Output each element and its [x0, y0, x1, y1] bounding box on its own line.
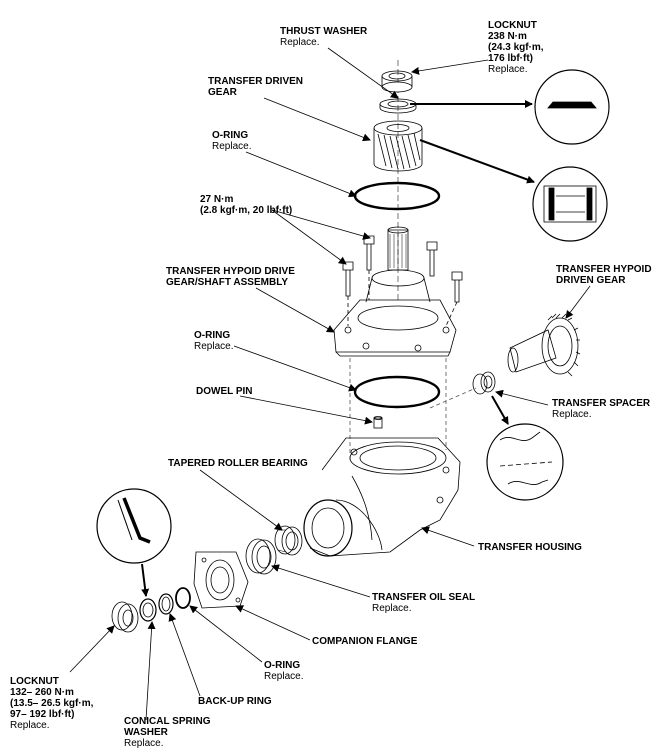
label-torque-bolts: 27 N·m (2.8 kgf·m, 20 lbf·ft)	[200, 194, 292, 216]
label-conical-spring-washer-note: Replace.	[124, 738, 164, 749]
label-transfer-housing: TRANSFER HOUSING	[478, 542, 582, 553]
label-oring-mid-title: O-RING	[194, 330, 231, 341]
transfer-housing-part	[303, 437, 461, 557]
label-oring-mid: O-RING Replace.	[194, 330, 233, 352]
companion-flange-part	[193, 551, 249, 609]
label-hypoid-driven-gear-line1: TRANSFER HYPOID	[556, 264, 652, 275]
label-locknut-top-note: Replace.	[488, 64, 528, 75]
label-locknut-bottom-line2: (13.5– 26.5 kgf·m,	[10, 698, 94, 709]
backup-ring-part	[158, 593, 174, 615]
label-torque-bolts-line2: (2.8 kgf·m, 20 lbf·ft)	[200, 205, 293, 216]
hypoid-drive-gear-assembly-part	[333, 226, 457, 357]
label-thrust-washer-note: Replace.	[280, 37, 320, 48]
oring-top-part	[353, 181, 441, 211]
label-locknut-bottom-line1: 132– 260 N·m	[10, 687, 74, 698]
label-oring-bottom: O-RING Replace.	[264, 660, 303, 682]
label-companion-flange-title: COMPANION FLANGE	[312, 636, 418, 647]
label-thrust-washer: THRUST WASHER Replace.	[280, 26, 367, 48]
label-transfer-oil-seal-title: TRANSFER OIL SEAL	[372, 592, 476, 603]
label-transfer-driven-gear-line1: TRANSFER DRIVEN	[208, 76, 304, 87]
label-oring-bottom-title: O-RING	[264, 660, 301, 671]
label-locknut-top-title: LOCKNUT	[488, 20, 537, 31]
label-oring-top-note: Replace.	[212, 141, 252, 152]
label-locknut-top-line1: 238 N·m	[488, 31, 527, 42]
label-transfer-spacer: TRANSFER SPACER Replace.	[552, 398, 650, 420]
label-locknut-bottom: LOCKNUT 132– 260 N·m (13.5– 26.5 kgf·m, …	[10, 676, 93, 731]
thrust-washer-detail	[534, 69, 610, 145]
locknut-bottom-part	[111, 601, 139, 633]
bolts	[342, 235, 463, 327]
conical-spring-washer-part	[139, 598, 157, 622]
label-transfer-spacer-note: Replace.	[552, 409, 592, 420]
label-transfer-oil-seal: TRANSFER OIL SEAL Replace.	[372, 592, 475, 614]
locknut-top-part	[381, 70, 413, 93]
transfer-spacer-detail	[486, 423, 564, 501]
transfer-driven-gear-part	[373, 120, 423, 172]
conical-washer-detail	[96, 488, 172, 564]
label-transfer-spacer-title: TRANSFER SPACER	[552, 398, 651, 409]
label-oring-top-title: O-RING	[212, 130, 249, 141]
transfer-spacer-part	[472, 371, 496, 395]
leader-lines	[69, 47, 591, 721]
label-locknut-top-line2: (24.3 kgf·m,	[488, 42, 544, 53]
label-dowel-pin: DOWEL PIN	[196, 386, 252, 397]
label-tapered-roller-bearing: TAPERED ROLLER BEARING	[168, 458, 308, 469]
label-transfer-housing-title: TRANSFER HOUSING	[478, 542, 582, 553]
label-tapered-roller-bearing-title: TAPERED ROLLER BEARING	[168, 458, 308, 469]
tapered-roller-bearing-part	[274, 525, 303, 556]
hypoid-driven-gear-part	[507, 313, 581, 377]
label-locknut-top-line3: 176 lbf·ft)	[488, 53, 533, 64]
label-torque-bolts-line1: 27 N·m	[200, 194, 234, 205]
label-locknut-bottom-note: Replace.	[10, 720, 50, 731]
label-locknut-bottom-line3: 97– 192 lbf·ft)	[10, 709, 75, 720]
label-backup-ring-title: BACK-UP RING	[198, 696, 272, 707]
label-oring-mid-note: Replace.	[194, 341, 234, 352]
label-oring-top: O-RING Replace.	[212, 130, 251, 152]
label-hypoid-drive-gear-line1: TRANSFER HYPOID DRIVE	[166, 266, 295, 277]
label-transfer-driven-gear: TRANSFER DRIVEN GEAR	[208, 76, 303, 98]
label-hypoid-drive-gear-line2: GEAR/SHAFT ASSEMBLY	[166, 277, 289, 288]
label-conical-spring-washer-line2: WASHER	[124, 727, 168, 738]
dowel-pin-part	[373, 416, 383, 429]
label-companion-flange: COMPANION FLANGE	[312, 636, 417, 647]
oring-mid-part	[353, 375, 441, 409]
label-locknut-bottom-title: LOCKNUT	[10, 676, 59, 687]
label-backup-ring: BACK-UP RING	[198, 696, 272, 707]
label-hypoid-driven-gear-line2: DRIVEN GEAR	[556, 275, 626, 286]
label-hypoid-drive-gear: TRANSFER HYPOID DRIVE GEAR/SHAFT ASSEMBL…	[166, 266, 295, 288]
label-hypoid-driven-gear: TRANSFER HYPOID DRIVEN GEAR	[556, 264, 652, 286]
oring-bottom-part	[175, 587, 191, 609]
label-dowel-pin-title: DOWEL PIN	[196, 386, 253, 397]
label-transfer-oil-seal-note: Replace.	[372, 603, 412, 614]
label-thrust-washer-title: THRUST WASHER	[280, 26, 368, 37]
label-transfer-driven-gear-line2: GEAR	[208, 87, 237, 98]
transfer-oil-seal-part	[245, 538, 277, 575]
label-locknut-top: LOCKNUT 238 N·m (24.3 kgf·m, 176 lbf·ft)…	[488, 20, 544, 75]
label-conical-spring-washer-line1: CONICAL SPRING	[124, 716, 211, 727]
driven-gear-detail	[532, 166, 608, 242]
label-oring-bottom-note: Replace.	[264, 671, 304, 682]
label-conical-spring-washer: CONICAL SPRING WASHER Replace.	[124, 716, 211, 749]
